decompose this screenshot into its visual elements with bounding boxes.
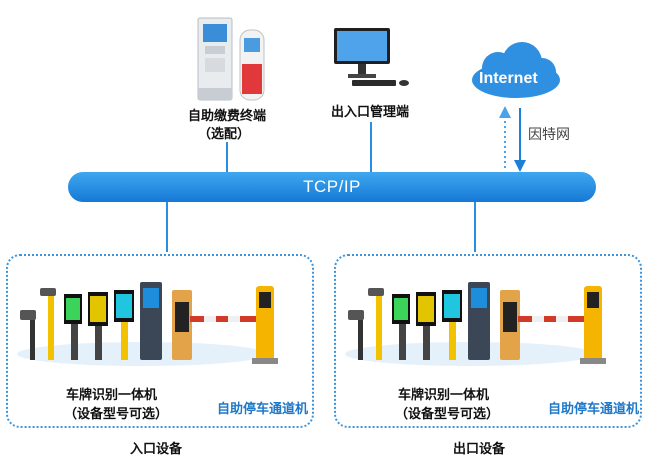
exit-section-label: 出口设备: [453, 441, 506, 456]
payment-kiosk-label: 自助缴费终端: [188, 108, 267, 123]
entrance-device-group: [6, 254, 314, 428]
exit-kiosk-label: 自助停车通道机: [548, 401, 640, 416]
entrance-section-label: 入口设备: [130, 441, 183, 456]
cloud-icon: [472, 42, 560, 98]
exit-connector-line: [474, 202, 476, 252]
pc-connector-line: [370, 122, 372, 172]
exit-device-group: [334, 254, 642, 428]
kiosk-connector-line: [226, 142, 228, 172]
internet-label: Internet: [479, 70, 538, 87]
exit-devices-illustration: [345, 282, 606, 366]
exit-lpr-model-label: （设备型号可选）: [395, 406, 500, 421]
tcp-ip-bus: TCP/IP: [68, 172, 596, 202]
management-pc-illustration: [334, 28, 409, 86]
payment-kiosk-illustration: [197, 17, 265, 101]
entrance-lpr-model-label: （设备型号可选）: [64, 406, 169, 421]
entrance-connector-line: [166, 202, 168, 252]
internet-link-arrows: [499, 106, 526, 172]
management-terminal-label: 出入口管理端: [331, 104, 410, 119]
isp-label: 因特网: [528, 126, 570, 142]
tcp-ip-label: TCP/IP: [303, 177, 361, 196]
entrance-kiosk-label: 自助停车通道机: [217, 401, 309, 416]
exit-lpr-label: 车牌识别一体机: [398, 387, 490, 402]
entrance-devices-illustration: [17, 282, 278, 366]
payment-kiosk-optional-label: （选配）: [198, 126, 251, 141]
entrance-lpr-label: 车牌识别一体机: [66, 387, 158, 402]
